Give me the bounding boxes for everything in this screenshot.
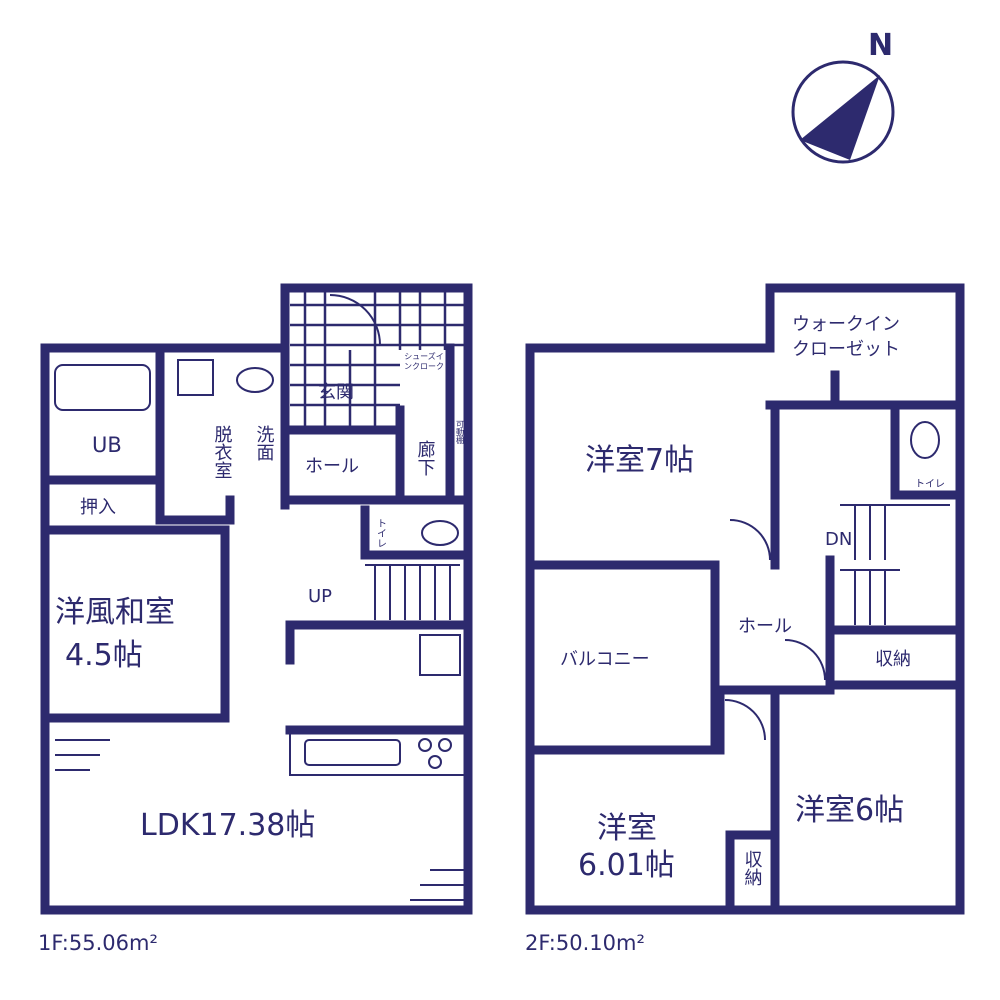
room-label-storage: 収納 <box>875 649 911 670</box>
toilet-icon <box>421 520 459 546</box>
room-label-toilet-2f: トイレ <box>915 479 945 490</box>
stairs-dn-label: DN <box>825 529 852 550</box>
room-label-shoes-cloak: シューズインクローク <box>403 352 445 372</box>
room-label-datsuishitsu: 脱衣室 <box>212 425 233 479</box>
room-label-rouka: 廊下 <box>415 440 436 476</box>
room-label-wic-2: クローゼット <box>792 339 900 360</box>
floor-1: UB 押入 洋風和室 4.5帖 脱衣室 洗面 玄関 シューズインクローク ホール… <box>38 283 473 955</box>
room-label-balcony: バルコニー <box>560 649 650 670</box>
north-label: N <box>868 28 893 63</box>
fridge-icon <box>419 634 461 676</box>
toilet-icon-2f <box>910 421 940 459</box>
room-label-wic-1: ウォークイン <box>792 314 900 335</box>
room-label-oshiire: 押入 <box>80 497 116 518</box>
floor-1-area: 1F:55.06m² <box>38 931 158 955</box>
shelf-label: 可動棚 <box>456 420 465 445</box>
room-label-toilet-1f: トイレ <box>375 518 387 548</box>
room-size-washitsu: 4.5帖 <box>65 638 143 673</box>
floor-2-area: 2F:50.10m² <box>525 931 645 955</box>
kitchen-counter <box>289 729 469 776</box>
stairs-up-label: UP <box>308 586 332 607</box>
stove-icon <box>418 738 432 752</box>
stairs-2f <box>840 504 950 625</box>
shoes-cloak-label-box: シューズインクローク <box>403 352 445 372</box>
room-label-genkan: 玄関 <box>318 382 354 403</box>
room-label-youshitsu7: 洋室7帖 <box>585 443 694 478</box>
room-label-senmen: 洗面 <box>254 425 275 461</box>
room-label-ldk: LDK17.38帖 <box>140 808 315 843</box>
room-size-youshitsu601: 6.01帖 <box>578 848 675 883</box>
bathtub-icon <box>54 364 151 411</box>
room-label-hall-2f: ホール <box>738 616 792 637</box>
room-label-youshitsu6: 洋室6帖 <box>795 793 904 828</box>
washbasin-icon <box>236 367 274 393</box>
room-label-storage-small: 収納 <box>742 850 763 886</box>
floor-2-outer-wall <box>525 283 965 915</box>
compass-icon: N <box>791 28 895 164</box>
room-label-washitsu: 洋風和室 <box>55 595 175 630</box>
washer-icon <box>177 359 214 396</box>
room-label-ub: UB <box>92 433 122 457</box>
room-label-hall-1f: ホール <box>305 456 359 477</box>
stairs-1f <box>365 564 460 620</box>
sink-icon <box>304 739 401 766</box>
room-label-youshitsu601: 洋室 <box>597 811 657 846</box>
floor-2: ウォークイン クローゼット 洋室7帖 トイレ DN バルコニー ホール 収納 洋… <box>525 283 965 955</box>
